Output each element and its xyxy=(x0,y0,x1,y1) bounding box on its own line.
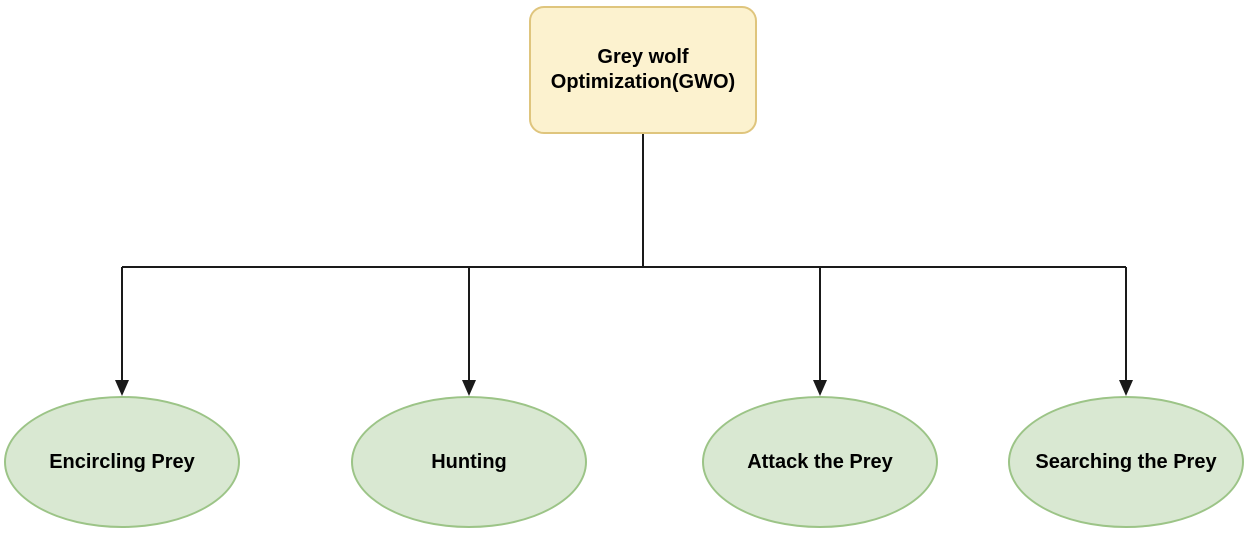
arrow-down-icon xyxy=(115,380,129,396)
arrow-down-icon xyxy=(813,380,827,396)
arrow-down-icon xyxy=(462,380,476,396)
leaf-node-label: Hunting xyxy=(431,450,507,473)
diagram-node-root: Grey wolf Optimization(GWO) xyxy=(529,6,757,134)
leaf-node-label: Searching the Prey xyxy=(1035,450,1217,473)
diagram-node-searching-the-prey: Searching the Prey xyxy=(1008,396,1244,528)
root-node-label: Grey wolf Optimization(GWO) xyxy=(550,46,736,93)
diagram-node-encircling-prey: Encircling Prey xyxy=(4,396,240,528)
leaf-node-label: Attack the Prey xyxy=(747,450,893,473)
arrow-down-icon xyxy=(1119,380,1133,396)
leaf-node-label: Encircling Prey xyxy=(49,450,195,473)
diagram-node-hunting: Hunting xyxy=(351,396,587,528)
diagram-node-attack-the-prey: Attack the Prey xyxy=(702,396,938,528)
